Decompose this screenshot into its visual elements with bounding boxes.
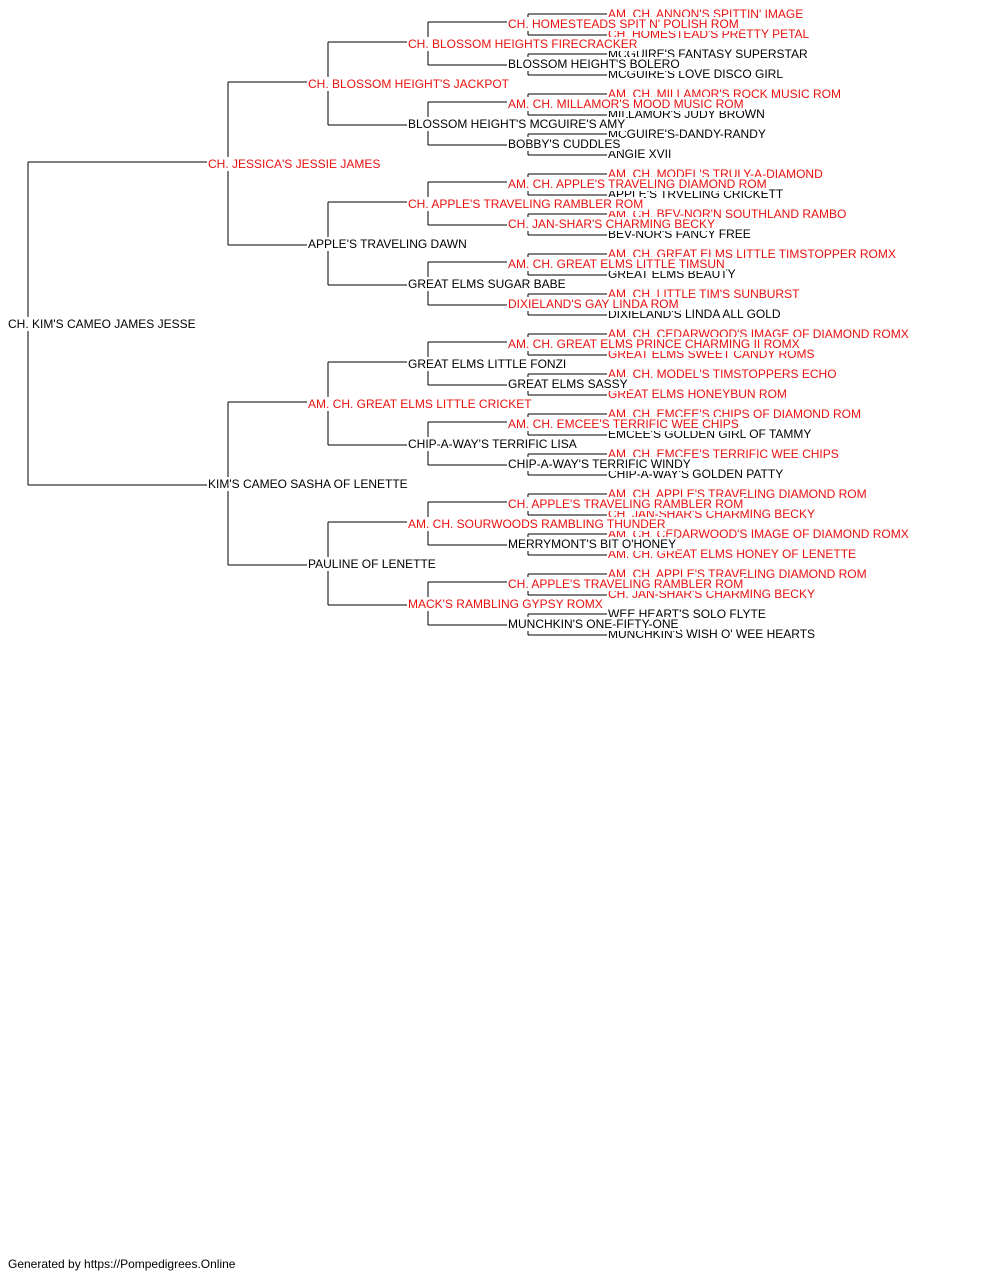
ancestor-name-gen-4: CHIP-A-WAY'S TERRIFIC WINDY xyxy=(507,457,692,471)
ancestor-name-gen-5: GREAT ELMS HONEYBUN ROM xyxy=(607,387,788,401)
ancestor-name-gen-4: AM. CH. MILLAMOR'S MOOD MUSIC ROM xyxy=(507,97,745,111)
ancestor-name-gen-2: AM. CH. GREAT ELMS LITTLE CRICKET xyxy=(307,397,533,411)
ancestor-name-gen-5: AM. CH. CEDARWOOD'S IMAGE OF DIAMOND ROM… xyxy=(607,527,910,541)
ancestor-name-gen-3: GREAT ELMS SUGAR BABE xyxy=(407,277,567,291)
ancestor-name-gen-4: AM. CH. APPLE'S TRAVELING DIAMOND ROM xyxy=(507,177,768,191)
ancestor-name-gen-4: AM. CH. GREAT ELMS LITTLE TIMSUN xyxy=(507,257,726,271)
ancestor-name-gen-3: AM. CH. SOURWOODS RAMBLING THUNDER xyxy=(407,517,667,531)
ancestor-name-gen-5: MCGUIRE'S-DANDY-RANDY xyxy=(607,127,767,141)
ancestor-name-gen-4: AM. CH. EMCEE'S TERRIFIC WEE CHIPS xyxy=(507,417,740,431)
subject-dog-name: CH. KIM'S CAMEO JAMES JESSE xyxy=(7,317,197,331)
ancestor-name-gen-4: CH. JAN-SHAR'S CHARMING BECKY xyxy=(507,217,716,231)
ancestor-name-gen-4: BOBBY'S CUDDLES xyxy=(507,137,622,151)
ancestor-name-gen-3: GREAT ELMS LITTLE FONZI xyxy=(407,357,568,371)
ancestor-name-gen-4: GREAT ELMS SASSY xyxy=(507,377,629,391)
footer-credit: Generated by https://Pompedigrees.Online xyxy=(8,1257,236,1271)
ancestor-name-gen-5: ANGIE XVII xyxy=(607,147,673,161)
ancestor-name-gen-2: PAULINE OF LENETTE xyxy=(307,557,437,571)
ancestor-name-gen-4: BLOSSOM HEIGHT'S BOLERO xyxy=(507,57,681,71)
ancestor-name-gen-4: DIXIELAND'S GAY LINDA ROM xyxy=(507,297,680,311)
ancestor-name-gen-2: APPLE'S TRAVELING DAWN xyxy=(307,237,468,251)
ancestor-name-gen-3: BLOSSOM HEIGHT'S MCGUIRE'S AMY xyxy=(407,117,627,131)
ancestor-name-gen-4: CH. APPLE'S TRAVELING RAMBLER ROM xyxy=(507,497,745,511)
ancestor-name-gen-4: CH. HOMESTEADS SPIT N' POLISH ROM xyxy=(507,17,740,31)
ancestor-name-gen-1: CH. JESSICA'S JESSIE JAMES xyxy=(207,157,382,171)
ancestor-name-gen-4: AM. CH. GREAT ELMS PRINCE CHARMING II RO… xyxy=(507,337,801,351)
ancestor-name-gen-4: CH. APPLE'S TRAVELING RAMBLER ROM xyxy=(507,577,745,591)
ancestor-name-gen-2: CH. BLOSSOM HEIGHT'S JACKPOT xyxy=(307,77,510,91)
ancestor-name-gen-4: MUNCHKIN'S ONE-FIFTY-ONE xyxy=(507,617,680,631)
ancestor-name-gen-5: AM. CH. MODEL'S TIMSTOPPERS ECHO xyxy=(607,367,838,381)
ancestor-name-gen-3: CH. BLOSSOM HEIGHTS FIRECRACKER xyxy=(407,37,639,51)
ancestor-name-gen-3: MACK'S RAMBLING GYPSY ROMX xyxy=(407,597,604,611)
ancestor-name-gen-1: KIM'S CAMEO SASHA OF LENETTE xyxy=(207,477,409,491)
ancestor-name-gen-3: CHIP-A-WAY'S TERRIFIC LISA xyxy=(407,437,578,451)
ancestor-name-gen-4: MERRYMONT'S BIT O'HONEY xyxy=(507,537,678,551)
ancestor-name-gen-3: CH. APPLE'S TRAVELING RAMBLER ROM xyxy=(407,197,645,211)
